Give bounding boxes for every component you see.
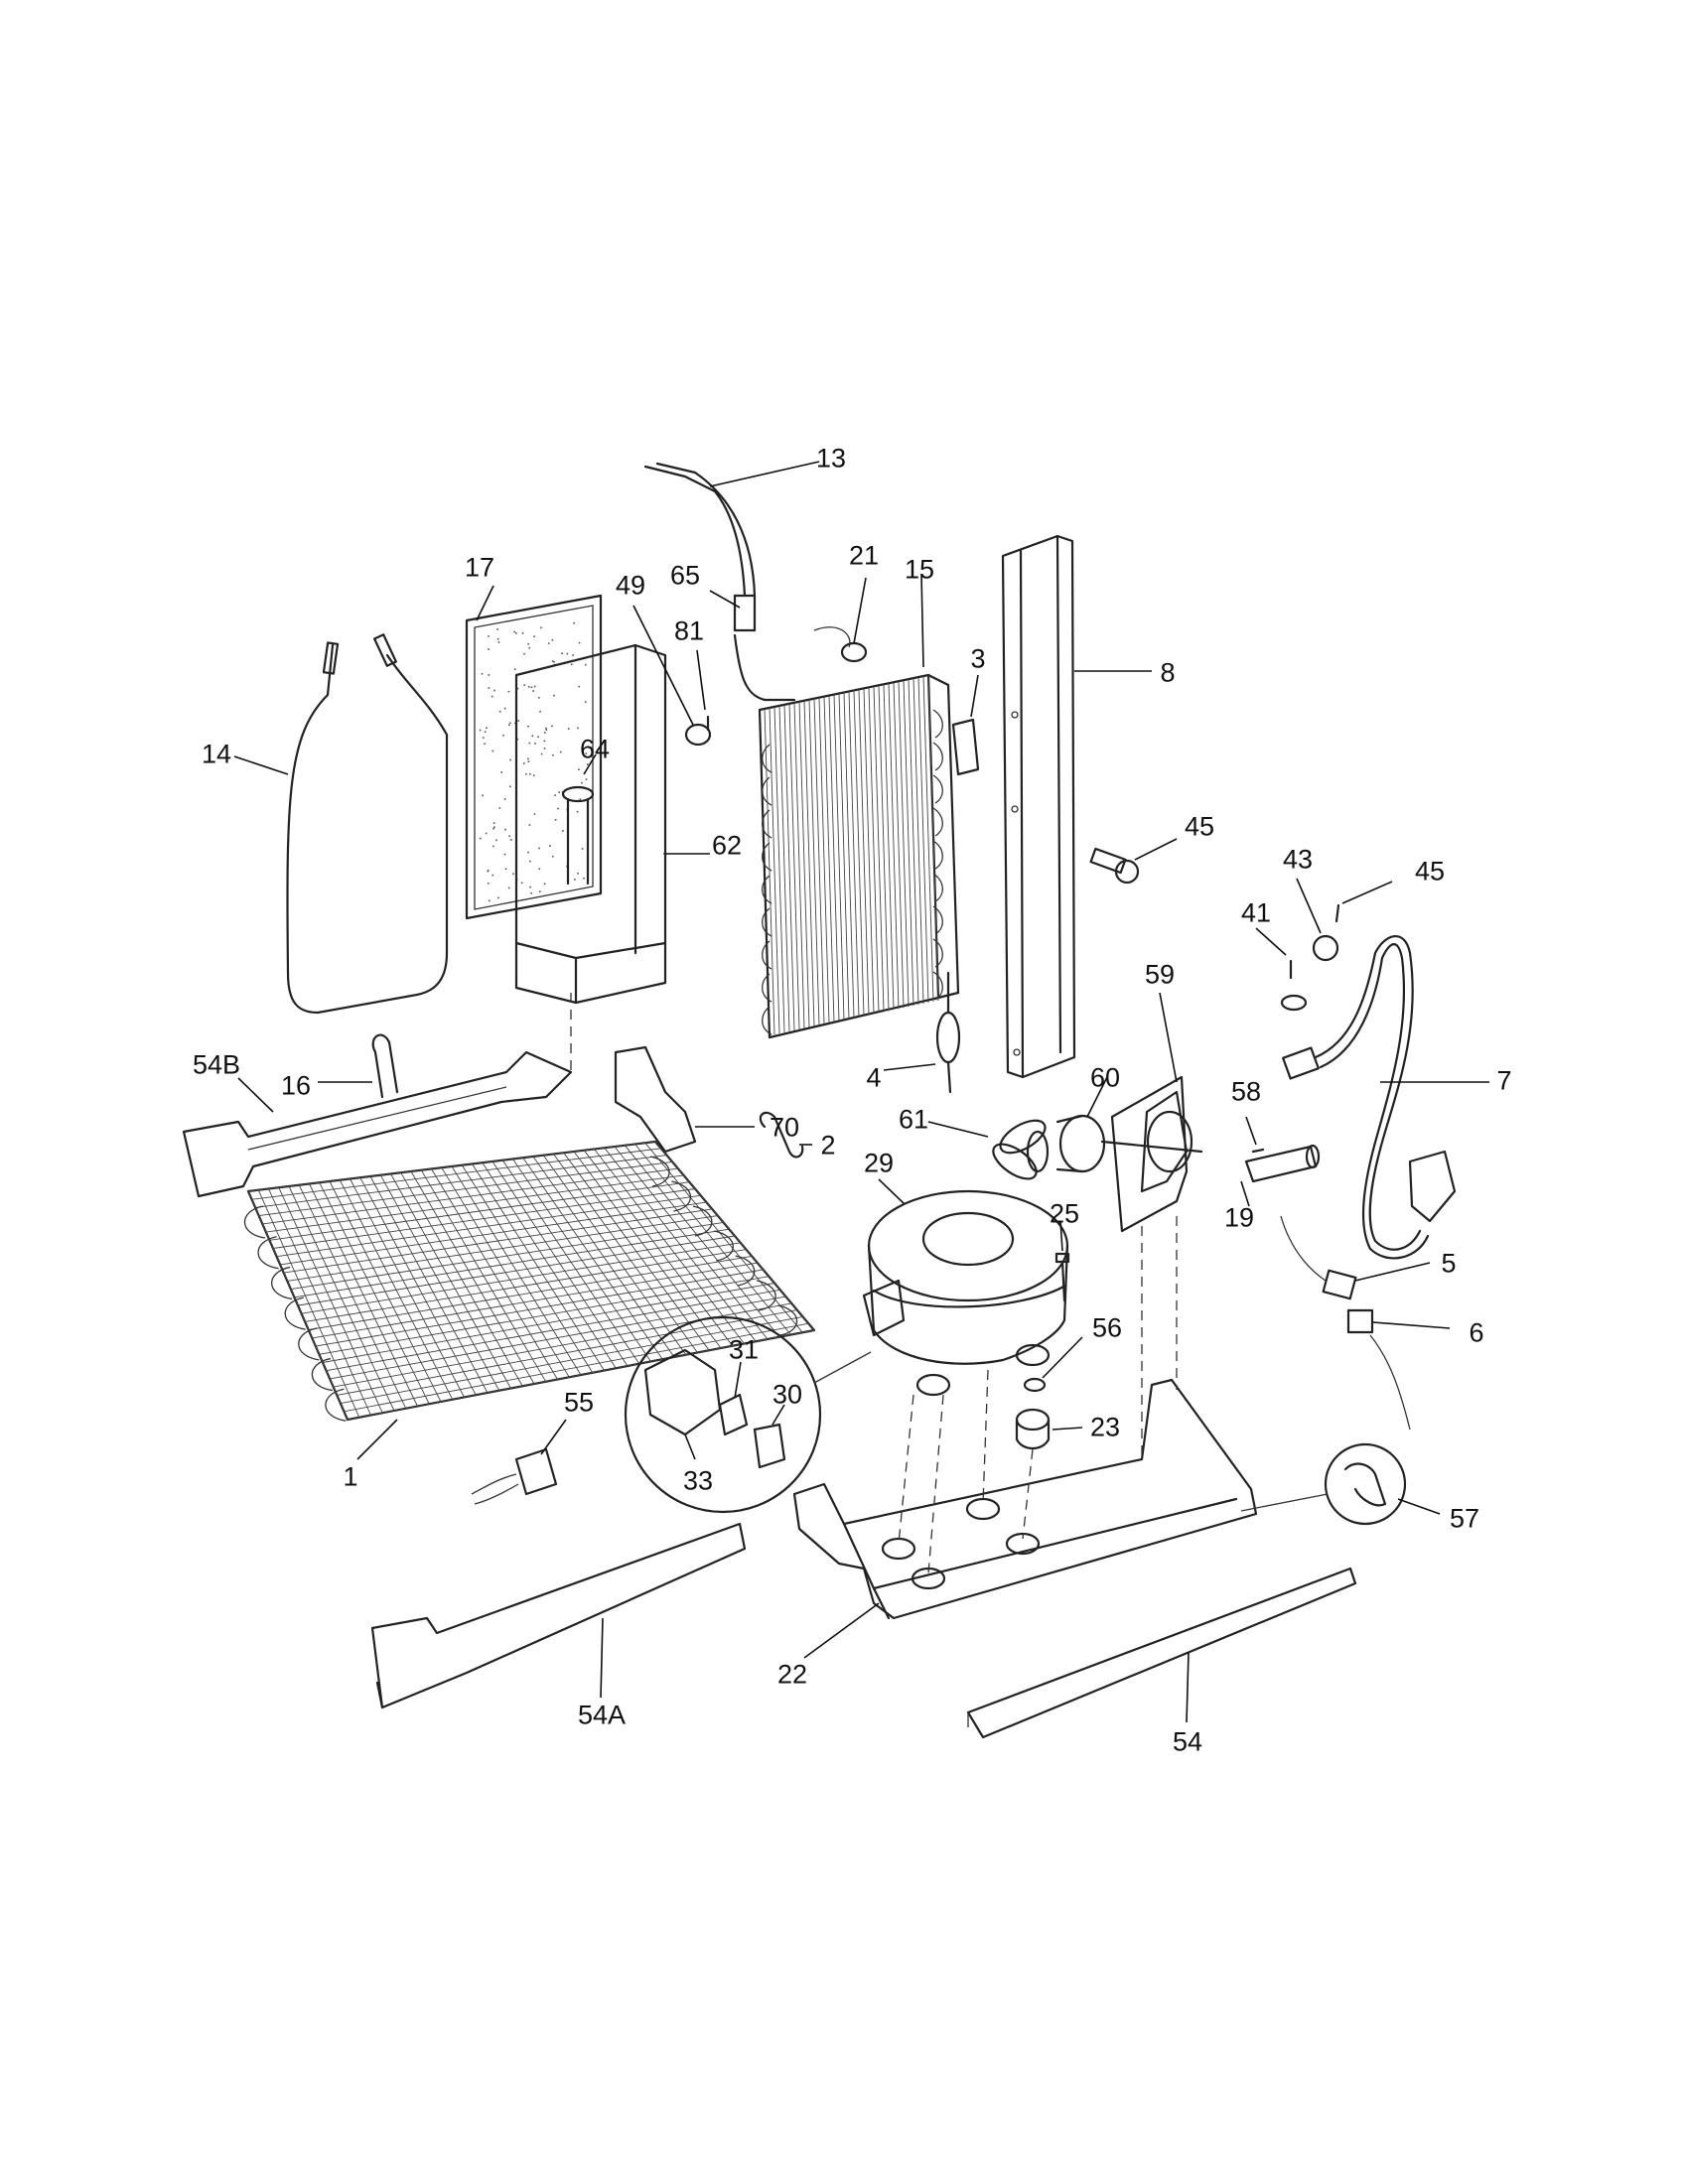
compressor-29 (862, 1178, 1069, 1397)
callout-54B: 54B (192, 1049, 241, 1080)
connector-6 (1346, 1308, 1451, 1431)
callout-6: 6 (1469, 1317, 1484, 1348)
callout-4: 4 (866, 1062, 882, 1093)
screw-41 (1255, 927, 1293, 980)
callout-8: 8 (1160, 657, 1176, 688)
drain-tube-64 (561, 753, 597, 1072)
callout-65: 65 (669, 560, 701, 591)
callout-3: 3 (970, 643, 986, 674)
callout-49: 49 (615, 570, 646, 601)
clip-57 (1240, 1442, 1441, 1526)
callout-16: 16 (280, 1070, 312, 1101)
callout-13: 13 (815, 443, 847, 474)
fan-shroud-59 (1110, 992, 1193, 1233)
callout-64: 64 (579, 734, 611, 764)
drier-4 (883, 971, 961, 1094)
callout-23: 23 (1089, 1412, 1121, 1442)
callout-15: 15 (904, 554, 935, 585)
grommet-23 (1015, 1408, 1083, 1450)
callout-43: 43 (1282, 844, 1314, 875)
callout-25: 25 (1049, 1198, 1080, 1229)
callout-21: 21 (848, 540, 880, 571)
callout-33: 33 (682, 1465, 714, 1496)
callout-1: 1 (343, 1461, 358, 1492)
rail-54A (370, 1522, 747, 1709)
thermostat-49 (632, 605, 712, 747)
callout-17: 17 (464, 552, 495, 583)
cover-33 (684, 1433, 696, 1460)
clip-16 (318, 1033, 399, 1099)
base-pan-22 (792, 1216, 1258, 1659)
bracket-3 (951, 674, 980, 776)
insulation-panel-17 (465, 585, 603, 920)
callout-14: 14 (201, 739, 232, 769)
callout-31: 31 (728, 1334, 760, 1365)
callout-30: 30 (772, 1379, 803, 1410)
callout-7: 7 (1496, 1065, 1512, 1096)
capillary-tube-13 (643, 461, 820, 598)
washer-56 (1023, 1336, 1083, 1393)
callout-57: 57 (1449, 1503, 1480, 1534)
rail-54 (966, 1567, 1357, 1739)
relay-detail-circle (624, 1315, 872, 1514)
callout-56: 56 (1091, 1312, 1123, 1343)
callout-5: 5 (1441, 1248, 1457, 1279)
callout-29: 29 (863, 1148, 895, 1178)
condenser-1 (244, 1140, 816, 1460)
evaporator-15 (733, 573, 960, 1039)
thermostat-43 (1296, 878, 1339, 962)
callout-54: 54 (1172, 1726, 1203, 1757)
clip-2 (759, 1111, 812, 1159)
bracket-70 (614, 1045, 755, 1154)
relay-31 (734, 1361, 742, 1399)
callout-61: 61 (898, 1104, 929, 1135)
evaporator-cover-62 (514, 643, 710, 1005)
callout-2: 2 (820, 1130, 836, 1160)
overload-30 (772, 1404, 785, 1426)
callout-59: 59 (1144, 959, 1176, 990)
callout-19: 19 (1223, 1202, 1255, 1233)
fan-blade-61 (927, 1119, 1050, 1180)
callout-55: 55 (563, 1387, 595, 1418)
sensor-21 (813, 577, 868, 663)
callout-41: 41 (1240, 897, 1272, 928)
callout-62: 62 (711, 830, 743, 861)
defrost-heater-14 (233, 633, 449, 1015)
callout-60: 60 (1089, 1062, 1121, 1093)
bracket-54B (182, 1050, 573, 1198)
callout-70: 70 (769, 1112, 800, 1143)
screw-45-center (1089, 838, 1178, 885)
callout-45b: 45 (1414, 856, 1446, 887)
callout-54A: 54A (577, 1700, 627, 1730)
connector-65 (709, 590, 757, 632)
screw-81 (696, 649, 710, 732)
screw-45-right (1334, 881, 1393, 923)
bolt-25 (1054, 1220, 1070, 1302)
fan-motor-60 (1055, 1076, 1203, 1173)
callout-81: 81 (673, 615, 705, 646)
connector-5 (1280, 1215, 1431, 1300)
relay-55 (471, 1419, 567, 1505)
callout-22: 22 (776, 1659, 808, 1690)
callout-58: 58 (1230, 1076, 1262, 1107)
screw-58 (1245, 1116, 1265, 1154)
callout-45a: 45 (1184, 811, 1215, 842)
channel-8 (1001, 534, 1152, 1079)
power-cord-7 (1280, 935, 1489, 1260)
tube-19 (1240, 1144, 1321, 1207)
